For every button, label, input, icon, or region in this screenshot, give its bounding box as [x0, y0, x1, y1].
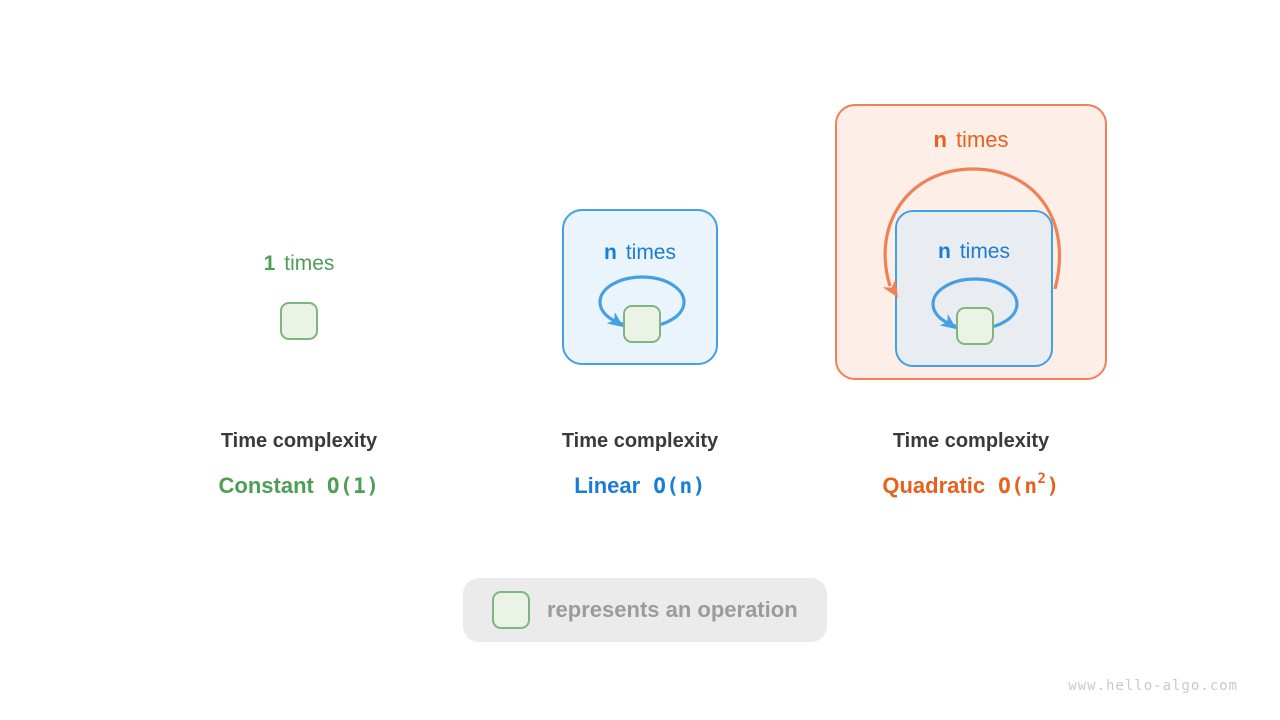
caption-quadratic: Time complexity [893, 430, 1049, 453]
loop-word: times [955, 127, 1009, 152]
inner-loop-arrow [931, 277, 1019, 331]
big-o-notation: O(n) [653, 474, 706, 498]
loop-count: 1 [263, 252, 276, 275]
complexity-constant: Constant O(1) [219, 473, 380, 499]
big-o-notation: O(n2) [998, 471, 1060, 498]
constant-loop-label: 1 times [264, 252, 335, 276]
loop-word: times [959, 240, 1010, 263]
caption-title: Time complexity [892, 430, 1050, 452]
caption-title: Time complexity [561, 430, 719, 452]
caption-linear: Time complexity [562, 430, 718, 453]
watermark: www.hello-algo.com [1068, 678, 1238, 694]
caption-title: Time complexity [220, 430, 378, 452]
complexity-name: Linear [574, 473, 641, 498]
operation-box [280, 302, 318, 340]
loop-arrowhead-icon [606, 312, 624, 328]
operation-box [623, 305, 661, 343]
loop-word: times [284, 252, 335, 275]
complexity-linear: Linear O(n) [574, 473, 706, 499]
operation-box [956, 307, 994, 345]
loop-word: times [625, 241, 676, 264]
complexity-name: Constant [218, 473, 314, 498]
inner-loop-arrowhead-icon [939, 314, 957, 330]
caption-constant: Time complexity [221, 430, 377, 453]
legend: represents an operation [463, 578, 827, 642]
big-o-notation: O(1) [326, 474, 380, 498]
loop-count: n [603, 241, 617, 264]
loop-count: n [937, 240, 951, 263]
legend-operation-box [492, 591, 530, 629]
complexity-name: Quadratic [882, 473, 986, 498]
complexity-quadratic: Quadratic O(n2) [882, 471, 1060, 499]
legend-label: represents an operation [547, 597, 798, 622]
loop-count: n [933, 127, 947, 152]
loop-arrow [598, 275, 686, 329]
